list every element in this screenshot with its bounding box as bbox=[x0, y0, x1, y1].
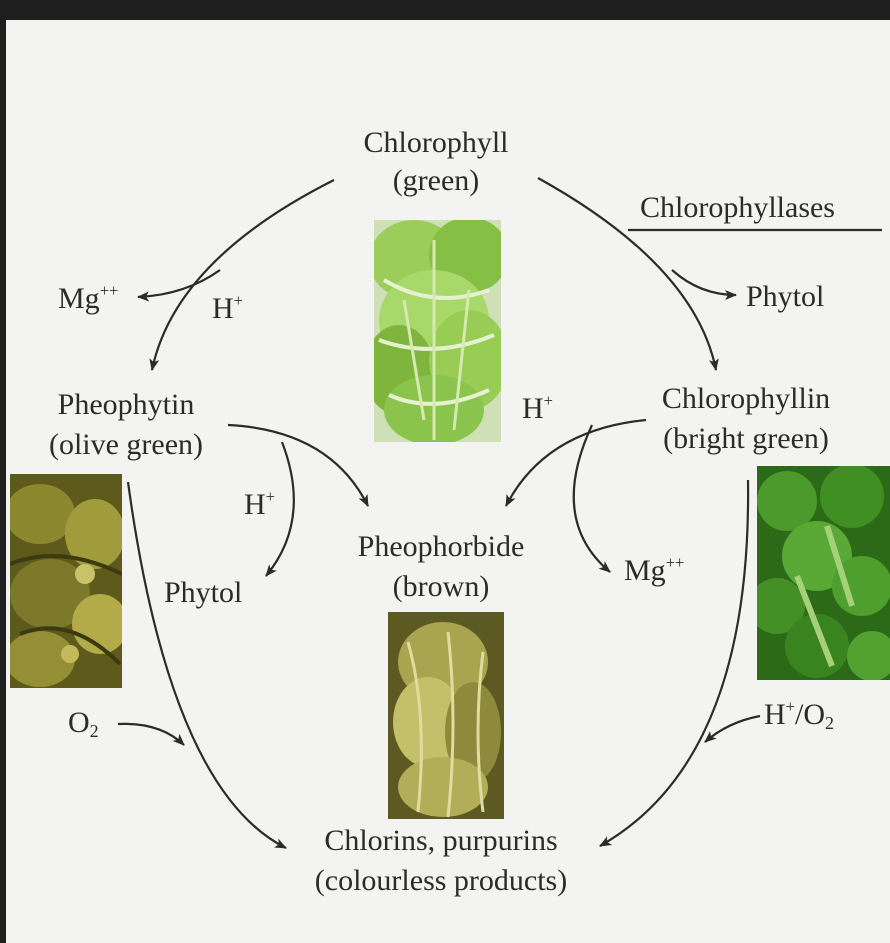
arrow-mg-release-right bbox=[574, 425, 610, 572]
mg-right-charge: ++ bbox=[666, 553, 685, 572]
products-name: Chlorins, purpurins bbox=[315, 826, 567, 856]
pheophorbide-name: Pheophorbide bbox=[358, 532, 525, 562]
phytol-right-label: Phytol bbox=[746, 282, 824, 312]
mg-left-charge: ++ bbox=[100, 281, 119, 300]
chlorophyllin-name: Chlorophyllin bbox=[662, 384, 830, 414]
h-left-mid-base: H bbox=[244, 488, 266, 521]
h-o2-subscript: 2 bbox=[825, 713, 834, 733]
pheophytin-name: Pheophytin bbox=[49, 390, 203, 420]
products-label: Chlorins, purpurins (colourless products… bbox=[315, 826, 567, 896]
chlorophyll-color: (green) bbox=[363, 166, 508, 196]
pheophytin-color: (olive green) bbox=[49, 430, 203, 460]
arrow-h-o2-input bbox=[705, 716, 760, 742]
arrow-mg-release-left bbox=[138, 270, 220, 297]
arrow-chlorophyll-to-pheophytin bbox=[152, 180, 334, 370]
h-o2-charge: + bbox=[786, 697, 795, 716]
mg-right-base: Mg bbox=[624, 554, 666, 587]
products-color: (colourless products) bbox=[315, 866, 567, 896]
h-top-left-charge: + bbox=[234, 291, 243, 310]
h-o2-label: H+/O2 bbox=[764, 700, 834, 730]
o2-subscript: 2 bbox=[90, 721, 99, 741]
phytol-left-label: Phytol bbox=[164, 578, 242, 608]
h-center-charge: + bbox=[544, 391, 553, 410]
h-o2-h: H bbox=[764, 698, 786, 731]
pheophytin-label: Pheophytin (olive green) bbox=[49, 390, 203, 460]
h-center-base: H bbox=[522, 392, 544, 425]
arrow-chlorophyllin-to-products bbox=[600, 480, 748, 846]
chlorophyll-name: Chlorophyll bbox=[363, 128, 508, 158]
pheophorbide-label: Pheophorbide (brown) bbox=[358, 532, 525, 602]
o2-base: O bbox=[68, 706, 90, 739]
chlorophyllin-label: Chlorophyllin (bright green) bbox=[662, 384, 830, 454]
mg-left-base: Mg bbox=[58, 282, 100, 315]
arrow-o2-input bbox=[118, 724, 184, 745]
chlorophyllin-color: (bright green) bbox=[662, 424, 830, 454]
h-top-left-label: H+ bbox=[212, 294, 243, 324]
h-o2-o: /O bbox=[795, 698, 825, 731]
h-left-mid-charge: + bbox=[266, 487, 275, 506]
arrow-phytol-release-right bbox=[672, 270, 736, 295]
h-center-label: H+ bbox=[522, 394, 553, 424]
h-left-mid-label: H+ bbox=[244, 490, 275, 520]
o2-label: O2 bbox=[68, 708, 99, 738]
mg-right-label: Mg++ bbox=[624, 556, 684, 586]
arrow-chlorophyllin-to-pheophorbide bbox=[506, 420, 646, 506]
mg-left-label: Mg++ bbox=[58, 284, 118, 314]
arrow-pheophytin-to-products bbox=[128, 482, 286, 848]
h-top-left-base: H bbox=[212, 292, 234, 325]
chlorophyll-label: Chlorophyll (green) bbox=[363, 128, 508, 196]
enzyme-label: Chlorophyllases bbox=[640, 193, 835, 223]
pheophorbide-color: (brown) bbox=[358, 572, 525, 602]
